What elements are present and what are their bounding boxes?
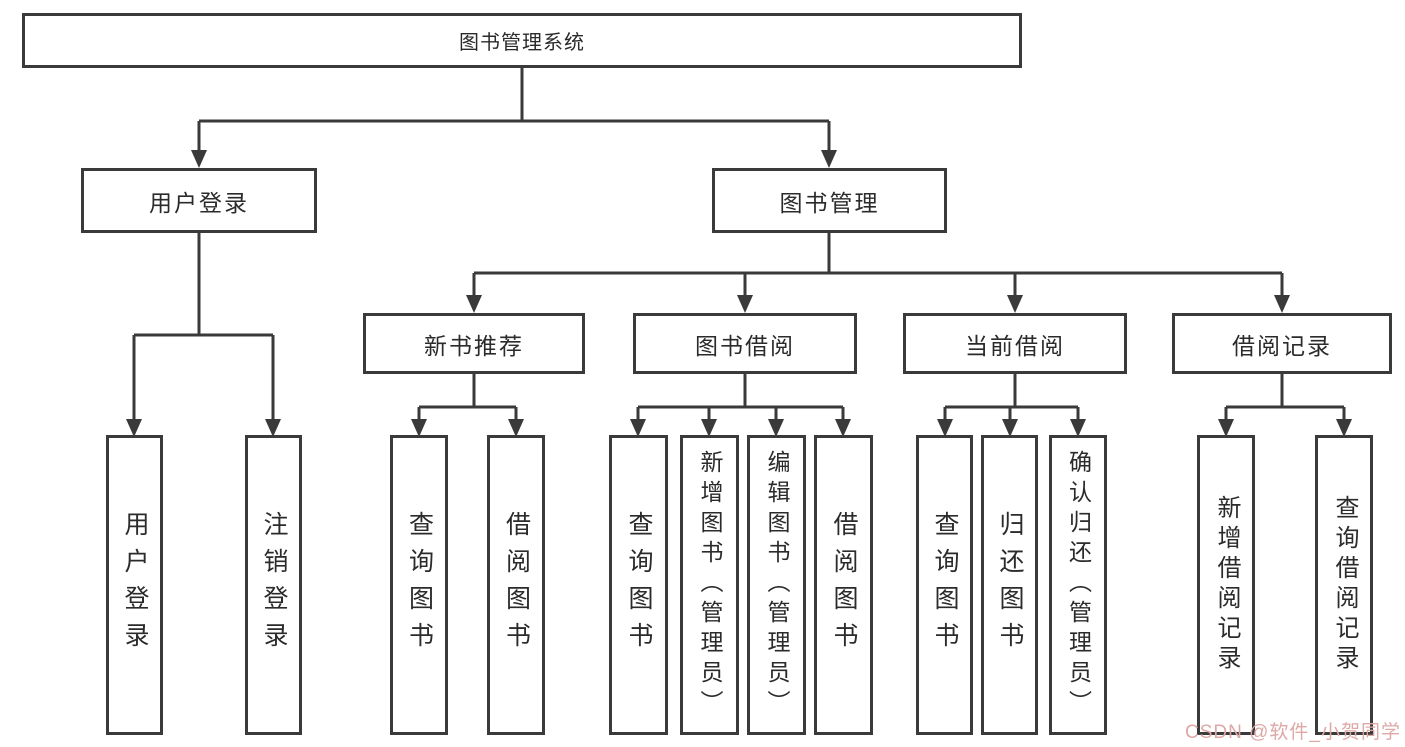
node-leaf-query-books-current: 查询图书 — [916, 435, 973, 735]
node-book-management: 图书管理 — [712, 168, 947, 233]
node-leaf-logout: 注销登录 — [245, 435, 302, 735]
node-label: 借阅图书 — [502, 511, 531, 659]
node-borrow-records: 借阅记录 — [1172, 313, 1392, 374]
node-label: 借阅记录 — [1232, 332, 1332, 359]
node-label: 查询借阅记录 — [1331, 495, 1358, 675]
node-label: 图书管理 — [779, 189, 880, 216]
node-leaf-add-borrow-record: 新增借阅记录 — [1197, 435, 1255, 735]
edge-new-book-rec-to-leaves — [411, 374, 524, 437]
node-label: 编辑图书（管理员） — [764, 450, 790, 720]
node-library-management-system: 图书管理系统 — [22, 13, 1022, 68]
node-label: 图书借阅 — [695, 332, 795, 359]
node-current-borrow: 当前借阅 — [903, 313, 1127, 374]
csdn-watermark: CSDN @软件_小贺同学 — [1185, 722, 1401, 743]
edge-root-to-level2 — [191, 68, 837, 168]
edge-user-login-to-leaves — [126, 233, 281, 437]
node-leaf-borrow-books-borrow: 借阅图书 — [814, 435, 873, 735]
node-label: 查询图书 — [625, 511, 653, 659]
node-leaf-edit-books-admin: 编辑图书（管理员） — [747, 435, 806, 735]
node-label: 图书管理系统 — [459, 32, 585, 54]
node-label: 当前借阅 — [965, 332, 1065, 359]
node-leaf-add-books-admin: 新增图书（管理员） — [680, 435, 739, 735]
node-user-login: 用户登录 — [81, 168, 317, 233]
node-label: 查询图书 — [931, 511, 959, 659]
node-label: 新增借阅记录 — [1213, 495, 1240, 675]
node-leaf-query-borrow-record: 查询借阅记录 — [1315, 435, 1373, 735]
edge-current-borrow-to-leaves — [937, 374, 1086, 437]
node-book-borrow: 图书借阅 — [633, 313, 857, 374]
node-label: 新增图书（管理员） — [697, 450, 723, 720]
node-leaf-user-login: 用户登录 — [106, 435, 163, 735]
node-new-book-recommend: 新书推荐 — [363, 313, 585, 374]
edge-book-borrow-to-leaves — [630, 374, 851, 437]
node-leaf-confirm-return-admin: 确认归还（管理员） — [1049, 435, 1107, 735]
node-label: 查询图书 — [405, 511, 434, 659]
edge-borrow-records-to-leaves — [1218, 374, 1352, 437]
node-leaf-query-books-borrow: 查询图书 — [609, 435, 668, 735]
node-label: 确认归还（管理员） — [1065, 450, 1092, 720]
node-label: 归还图书 — [996, 511, 1024, 659]
node-label: 注销登录 — [260, 511, 288, 659]
node-label: 用户登录 — [121, 511, 149, 659]
node-leaf-return-books: 归还图书 — [981, 435, 1038, 735]
node-label: 借阅图书 — [830, 511, 858, 659]
node-label: 用户登录 — [149, 189, 249, 216]
node-label: 新书推荐 — [424, 332, 524, 359]
edge-book-mgmt-to-level3 — [466, 233, 1290, 313]
node-leaf-borrow-books-rec: 借阅图书 — [487, 435, 545, 735]
node-leaf-query-books-rec: 查询图书 — [390, 435, 448, 735]
